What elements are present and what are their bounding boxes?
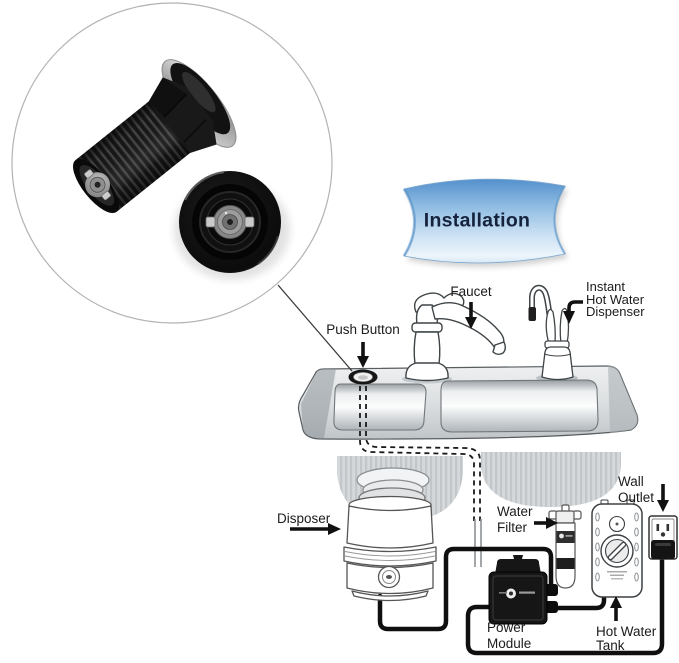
- ihwd-label-line3: Dispenser: [586, 304, 645, 319]
- product-photo-inset: [11, 2, 333, 324]
- wall-outlet-label-line2: Outlet: [618, 489, 655, 505]
- banner-title: Installation: [423, 209, 531, 232]
- water-filter-label-line2: Filter: [497, 519, 527, 535]
- wall-outlet-drawing: [648, 515, 678, 560]
- air-switch-tube: [359, 386, 481, 521]
- power-module-drawing: [488, 555, 558, 625]
- dispenser-arrow-icon: [563, 300, 583, 324]
- hot-water-tank-label-line2: Tank: [596, 637, 625, 653]
- water-filter-drawing: [548, 504, 582, 589]
- instant-hot-water-dispenser-label: Instant Hot Water Dispenser: [586, 279, 645, 319]
- wall-outlet-label: Wall Outlet: [618, 474, 654, 505]
- faucet-arrow-icon: [465, 302, 477, 329]
- power-module-label-line1: Power: [487, 620, 526, 635]
- faucet-label: Faucet: [450, 284, 492, 299]
- water-filter-arrow-icon: [534, 517, 558, 529]
- callout-arrows: [290, 300, 669, 621]
- hot-water-tank-drawing: [591, 499, 643, 598]
- water-filter-label: Water Filter: [497, 504, 533, 535]
- air-switch-threaded-body: [73, 59, 237, 214]
- water-filter-label-line1: Water: [497, 504, 533, 519]
- installation-banner: [402, 178, 568, 268]
- push-button-knob-top-view: [174, 170, 290, 280]
- disposer-label: Disposer: [277, 511, 331, 526]
- ihwd-label-line1: Instant: [586, 279, 626, 294]
- sink-diagram: [297, 284, 639, 440]
- power-module-label: Power Module: [487, 620, 531, 652]
- tank-cord: [555, 590, 607, 611]
- push-button-arrow-icon: [357, 342, 369, 368]
- inset-leader-line: [277, 284, 353, 372]
- hot-water-tank-arrow-icon: [610, 596, 622, 621]
- faucet-drawing: [405, 292, 506, 382]
- tube-into-power-module: [474, 519, 482, 567]
- ihwd-label-line2: Hot Water: [586, 291, 645, 307]
- power-module-label-line2: Module: [487, 636, 532, 651]
- right-bowl-underside: [481, 452, 621, 507]
- disposer-arrow-icon: [290, 523, 341, 535]
- sink-left-bowl: [333, 383, 427, 431]
- push-button-on-sink: [348, 369, 378, 385]
- outlet-cord: [465, 554, 665, 656]
- disposer-drawing: [343, 467, 437, 602]
- hot-water-tank-label: Hot Water Tank: [596, 625, 656, 652]
- sink-right-bowl: [440, 379, 599, 433]
- wall-outlet-label-line1: Wall: [618, 474, 644, 489]
- wall-outlet-arrow-icon: [657, 484, 669, 512]
- disposer-cord: [377, 546, 554, 632]
- hot-water-tank-label-line1: Hot Water: [596, 624, 657, 639]
- power-cables: [377, 546, 665, 656]
- power-plug: [651, 540, 675, 559]
- hot-water-dispenser-drawing: [528, 284, 574, 381]
- push-button-label: Push Button: [326, 322, 400, 337]
